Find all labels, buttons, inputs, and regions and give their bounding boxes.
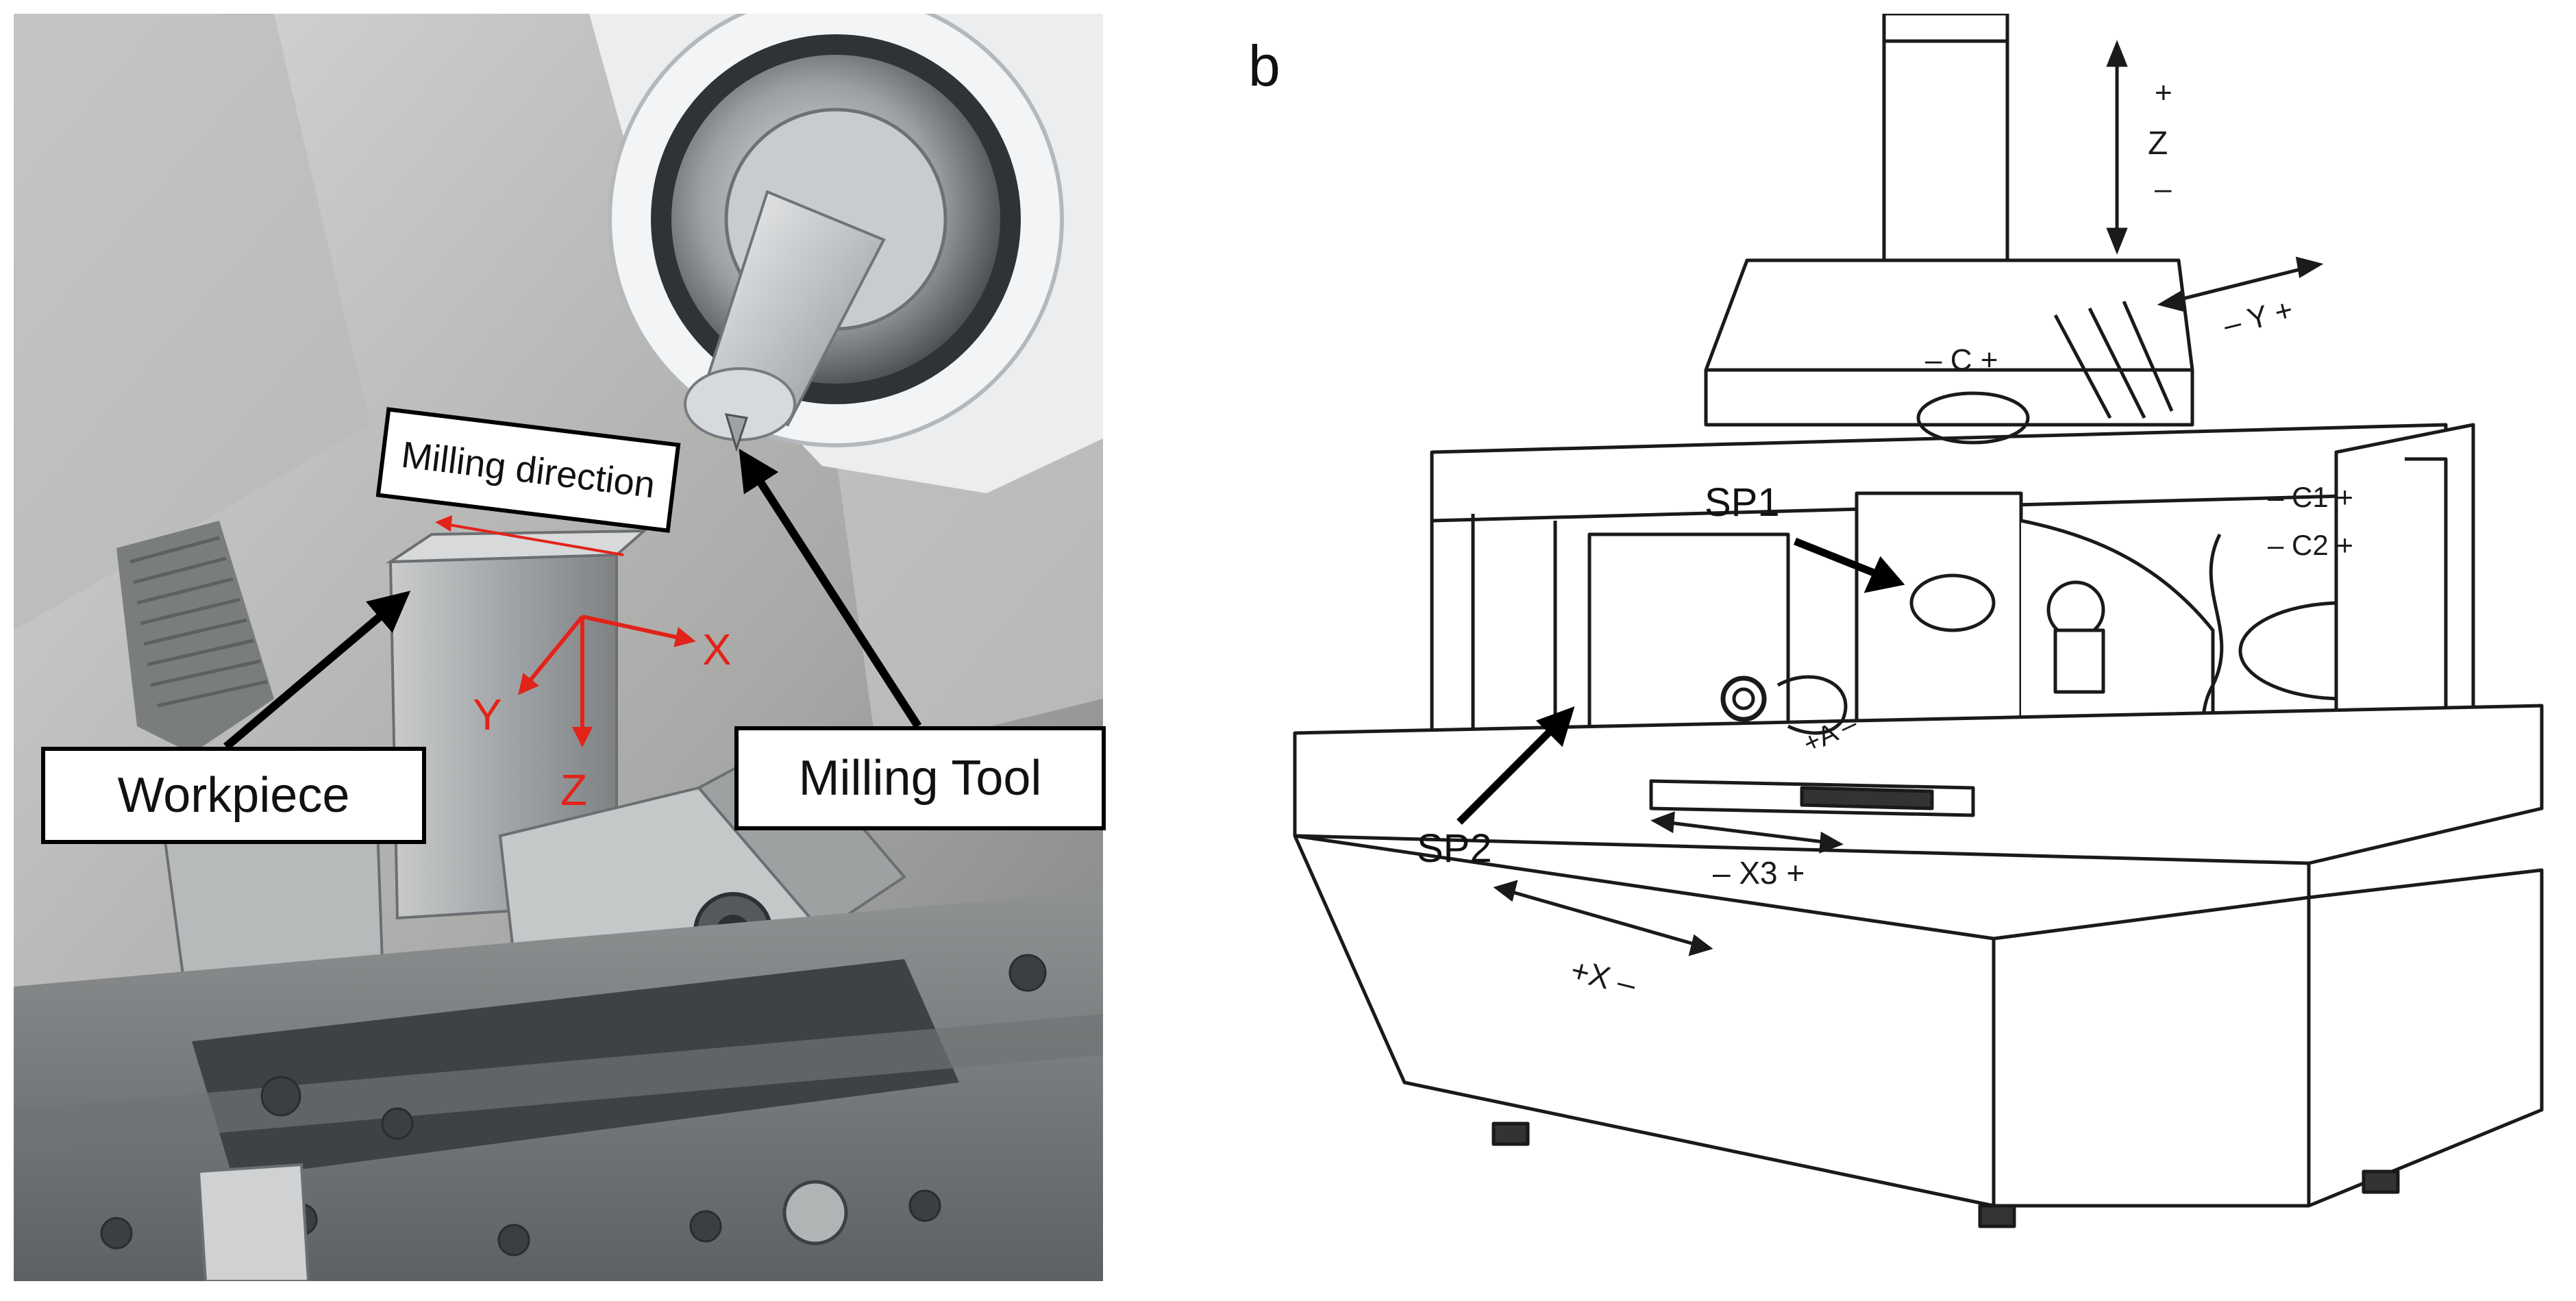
machine-schematic-drawing: + Z – – Y + – C + – C1 + – C2 + +A – – X… [1293,14,2544,1228]
z-plus-label: + [2155,76,2172,110]
panel-letter-b: b [1248,34,1280,98]
workpiece-callout: Workpiece [41,747,426,844]
c1-axis-label: – C1 + [2268,481,2353,513]
sp2-label: SP2 [1417,826,1492,871]
y-axis-drawing-label: – Y + [2220,293,2296,342]
x-axis-drawing-label: +X – [1568,952,1640,1002]
milling-machine-photo [14,14,1103,1281]
c-axis-label: – C + [1925,343,1998,377]
x3-axis-label: – X3 + [1713,855,1805,891]
milling-tool-callout: Milling Tool [734,726,1106,830]
sp1-label: SP1 [1705,480,1780,525]
c2-axis-label: – C2 + [2268,529,2353,561]
z-minus-label: – [2155,172,2172,206]
z-axis-name-label: Z [2148,125,2168,162]
